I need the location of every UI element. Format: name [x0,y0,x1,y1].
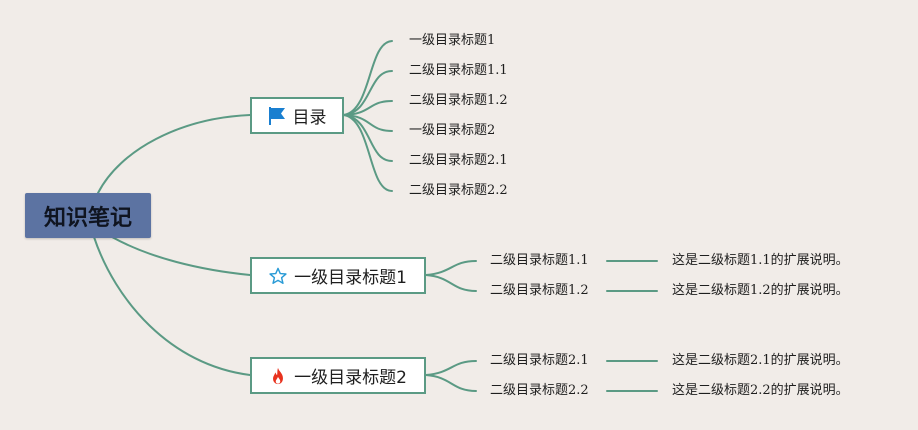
toc-item[interactable]: 二级目录标题1.1 [409,63,508,78]
connector-h2-2 [425,374,477,392]
connector-h2-1 [425,360,477,376]
root-label: 知识笔记 [43,205,132,231]
connector-toc-4 [343,114,393,132]
connector-toc-6 [343,114,393,192]
connector-root-h2 [93,236,251,376]
star-icon [269,267,287,284]
section-2-child[interactable]: 二级目录标题2.1 [490,353,589,368]
branch-section-2[interactable]: 一级目录标题2 [250,357,426,394]
connector-root-h1 [111,236,251,276]
section-2-child-note[interactable]: 这是二级标题2.2的扩展说明。 [672,383,849,398]
connector-root-toc [97,114,251,194]
branch-section-1-label: 一级目录标题1 [294,268,407,288]
section-2-child-note[interactable]: 这是二级标题2.1的扩展说明。 [672,353,849,368]
toc-item[interactable]: 二级目录标题2.2 [409,183,508,198]
connector-toc-2 [343,70,393,116]
branch-section-1[interactable]: 一级目录标题1 [250,257,426,294]
section-2-child[interactable]: 二级目录标题2.2 [490,383,589,398]
section-1-child-note[interactable]: 这是二级标题1.1的扩展说明。 [672,253,849,268]
root-node[interactable]: 知识笔记 [25,193,151,238]
flag-icon [268,106,285,125]
toc-item[interactable]: 一级目录标题1 [409,33,496,48]
section-1-child-note[interactable]: 这是二级标题1.2的扩展说明。 [672,283,849,298]
connector-h1-1 [425,260,477,276]
connector-h1-2 [425,274,477,292]
connector-toc-3 [343,100,393,116]
fire-icon [273,367,284,384]
branch-toc-label: 目录 [292,108,327,128]
connector-toc-5 [343,114,393,162]
branch-toc[interactable]: 目录 [250,97,344,134]
section-1-child[interactable]: 二级目录标题1.1 [490,253,589,268]
connector-toc-1 [343,40,393,116]
toc-item[interactable]: 二级目录标题1.2 [409,93,508,108]
section-1-child[interactable]: 二级目录标题1.2 [490,283,589,298]
toc-item[interactable]: 二级目录标题2.1 [409,153,508,168]
toc-item[interactable]: 一级目录标题2 [409,123,496,138]
branch-section-2-label: 一级目录标题2 [294,368,407,388]
